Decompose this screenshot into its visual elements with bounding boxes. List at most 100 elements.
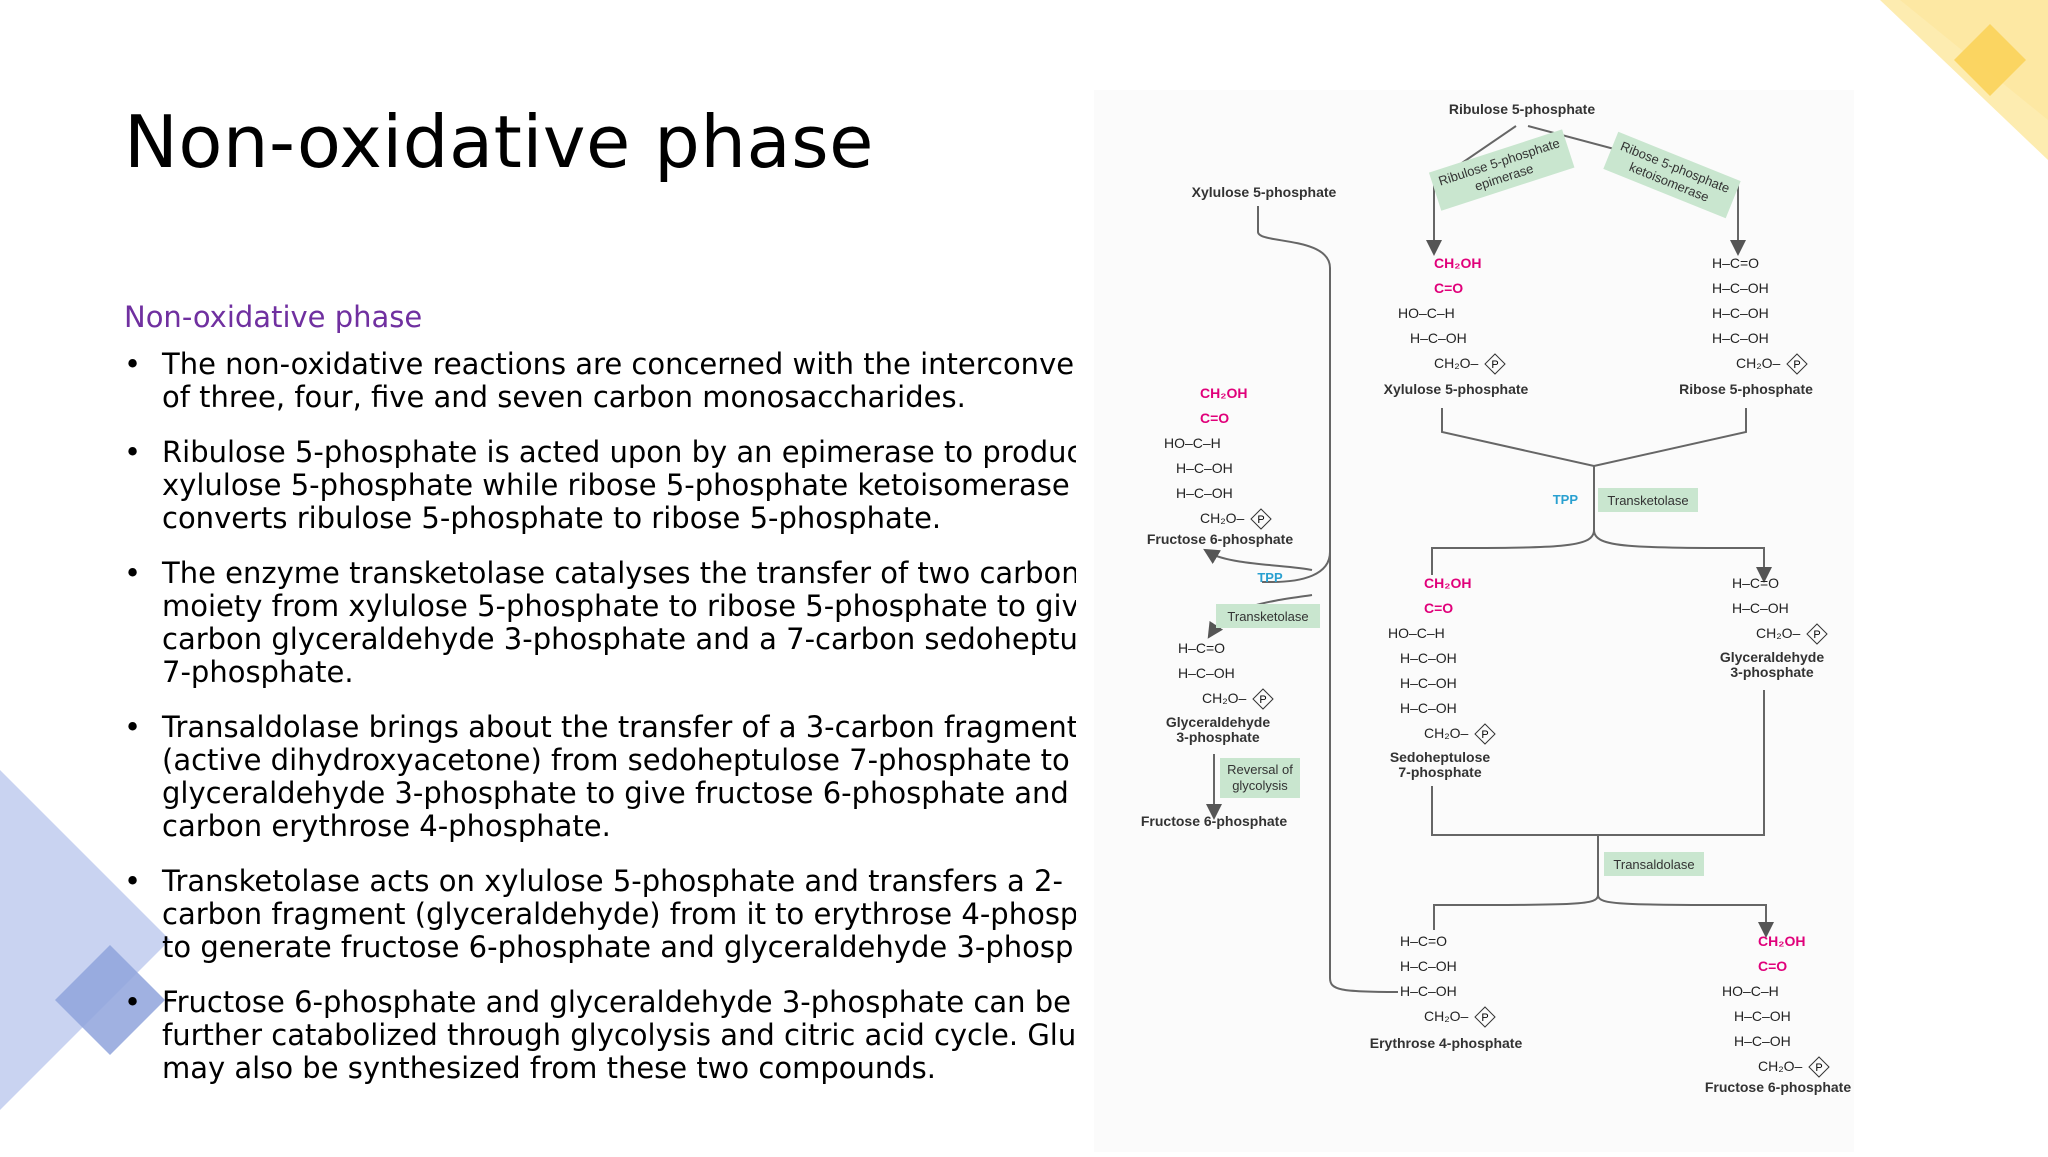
formula-line: H–C=O (1712, 255, 1759, 271)
formula-line: CH₂O– (1200, 510, 1245, 526)
phosphate-icon: P (1786, 353, 1808, 375)
formula-line: C=O (1424, 600, 1453, 616)
bullet-item: Transketolase acts on xylulose 5-phospha… (124, 865, 1076, 964)
pathway-svg: Ribulose 5-phosphate Ribulose 5-phosphat… (1141, 101, 1851, 1095)
formula-line: CH₂OH (1758, 933, 1805, 949)
phosphate-p: P (1813, 629, 1820, 641)
phosphate-p: P (1259, 694, 1266, 706)
xylulose-5p-label: Xylulose 5-phosphate (1384, 381, 1529, 397)
phosphate-p: P (1815, 1062, 1822, 1074)
phosphate-icon: P (1252, 688, 1274, 710)
left-branch-to-erythrose (1329, 552, 1399, 993)
formula-line: CH₂O– (1424, 725, 1469, 741)
phosphate-icon: P (1808, 1056, 1830, 1078)
ribose-structure: H–C=O H–C–OH H–C–OH H–C–OH CH₂O– P Ribos… (1679, 255, 1813, 397)
phosphate-icon: P (1806, 623, 1828, 645)
transketolase-left-box (1216, 604, 1320, 628)
epimerase-box: Ribulose 5-phosphate epimerase (1428, 129, 1575, 211)
phosphate-p: P (1481, 1012, 1488, 1024)
phosphate-p: P (1793, 359, 1800, 371)
formula-line: CH₂OH (1424, 575, 1471, 591)
transketolase-box (1598, 488, 1698, 512)
ribose-5p-label: Ribose 5-phosphate (1679, 381, 1813, 397)
phosphate-p: P (1491, 359, 1498, 371)
formula-line: H–C–OH (1400, 983, 1457, 999)
merge-lines (1441, 408, 1747, 468)
formula-line: H–C–OH (1176, 485, 1233, 501)
phosphate-icon: P (1474, 1006, 1496, 1028)
phosphate-icon: P (1250, 508, 1272, 530)
phosphate-icon: P (1474, 723, 1496, 745)
transketolase-left-label: Transketolase (1227, 609, 1308, 624)
bullet-item: Fructose 6-phosphate and glyceraldehyde … (124, 986, 1076, 1085)
fructose-right-label: Fructose 6-phosphate (1705, 1079, 1851, 1095)
formula-line: H–C–OH (1712, 330, 1769, 346)
gap-left-label-2: 3-phosphate (1176, 729, 1259, 745)
formula-line: CH₂OH (1434, 255, 1481, 271)
formula-line: H–C–OH (1176, 460, 1233, 476)
split-lines (1431, 466, 1764, 575)
tpp-left-label: TPP (1257, 570, 1283, 585)
fructose-bottom-left-label: Fructose 6-phosphate (1141, 813, 1287, 829)
gap-right-label-1: Glyceraldehyde (1720, 649, 1824, 665)
transaldolase-label: Transaldolase (1613, 857, 1694, 872)
slide-content: Non-oxidative phase The non-oxidative re… (124, 300, 1076, 1100)
bullet-item: Transaldolase brings about the transfer … (124, 711, 1076, 843)
reversal-line2: glycolysis (1232, 778, 1288, 793)
formula-line: CH₂O– (1758, 1058, 1803, 1074)
formula-line: HO–C–H (1164, 435, 1221, 451)
bullet-item: Ribulose 5-phosphate is acted upon by an… (124, 436, 1076, 535)
phosphate-icon: P (1484, 353, 1506, 375)
bullet-item: The enzyme transketolase catalyses the t… (124, 557, 1076, 689)
formula-line: CH₂OH (1200, 385, 1247, 401)
bullet-list: The non-oxidative reactions are concerne… (124, 348, 1076, 1085)
formula-line: H–C–OH (1712, 280, 1769, 296)
tpp-label: TPP (1553, 492, 1579, 507)
formula-line: H–C–OH (1400, 650, 1457, 666)
formula-line: CH₂O– (1736, 355, 1781, 371)
fructose-left-label: Fructose 6-phosphate (1147, 531, 1293, 547)
transaldolase-box (1604, 852, 1704, 876)
sedoheptulose-label-2: 7-phosphate (1398, 764, 1481, 780)
transaldolase-split (1433, 835, 1766, 930)
formula-line: CH₂O– (1434, 355, 1479, 371)
formula-line: H–C–OH (1400, 675, 1457, 691)
fructose-left-structure: CH₂OH C=O HO–C–H H–C–OH H–C–OH CH₂O– P F… (1147, 385, 1293, 547)
formula-line: H–C–OH (1734, 1033, 1791, 1049)
gap-left-structure: H–C=O H–C–OH CH₂O– P Glyceraldehyde 3-ph… (1166, 640, 1274, 745)
formula-line: CH₂O– (1202, 690, 1247, 706)
phosphate-p: P (1481, 729, 1488, 741)
formula-line: C=O (1434, 280, 1463, 296)
formula-line: H–C=O (1178, 640, 1225, 656)
sedoheptulose-structure: CH₂OH C=O HO–C–H H–C–OH H–C–OH H–C–OH CH… (1388, 575, 1496, 780)
formula-line: H–C–OH (1712, 305, 1769, 321)
formula-line: H–C=O (1400, 933, 1447, 949)
pentose-phosphate-diagram: Ribulose 5-phosphate Ribulose 5-phosphat… (1094, 90, 1854, 1152)
phosphate-p: P (1257, 514, 1264, 526)
transketolase-label: Transketolase (1607, 493, 1688, 508)
formula-line: H–C–OH (1400, 958, 1457, 974)
top-right-decoration (1880, 0, 2048, 160)
formula-line: H–C–OH (1732, 600, 1789, 616)
xylulose-structure: CH₂OH C=O HO–C–H H–C–OH CH₂O– P Xylulose… (1384, 255, 1529, 397)
formula-line: H–C–OH (1400, 700, 1457, 716)
formula-line: H–C–OH (1178, 665, 1235, 681)
formula-line: HO–C–H (1388, 625, 1445, 641)
fructose-right-structure: CH₂OH C=O HO–C–H H–C–OH H–C–OH CH₂O– P F… (1705, 933, 1851, 1095)
formula-line: H–C–OH (1410, 330, 1467, 346)
xylulose-left-label: Xylulose 5-phosphate (1192, 184, 1337, 200)
formula-line: C=O (1758, 958, 1787, 974)
formula-line: H–C–OH (1734, 1008, 1791, 1024)
ketoisomerase-box: Ribose 5-phosphate ketoisomerase (1603, 131, 1741, 219)
erythrose-label: Erythrose 4-phosphate (1370, 1035, 1523, 1051)
formula-line: HO–C–H (1722, 983, 1779, 999)
formula-line: H–C=O (1732, 575, 1779, 591)
ribulose-5p-label: Ribulose 5-phosphate (1449, 101, 1595, 117)
gap-right-label-2: 3-phosphate (1730, 664, 1813, 680)
gap-left-label-1: Glyceraldehyde (1166, 714, 1270, 730)
formula-line: CH₂O– (1424, 1008, 1469, 1024)
gap-right-structure: H–C=O H–C–OH CH₂O– P Glyceraldehyde 3-ph… (1720, 575, 1828, 680)
formula-line: C=O (1200, 410, 1229, 426)
bullet-item: The non-oxidative reactions are concerne… (124, 348, 1076, 414)
reversal-line1: Reversal of (1227, 762, 1293, 777)
